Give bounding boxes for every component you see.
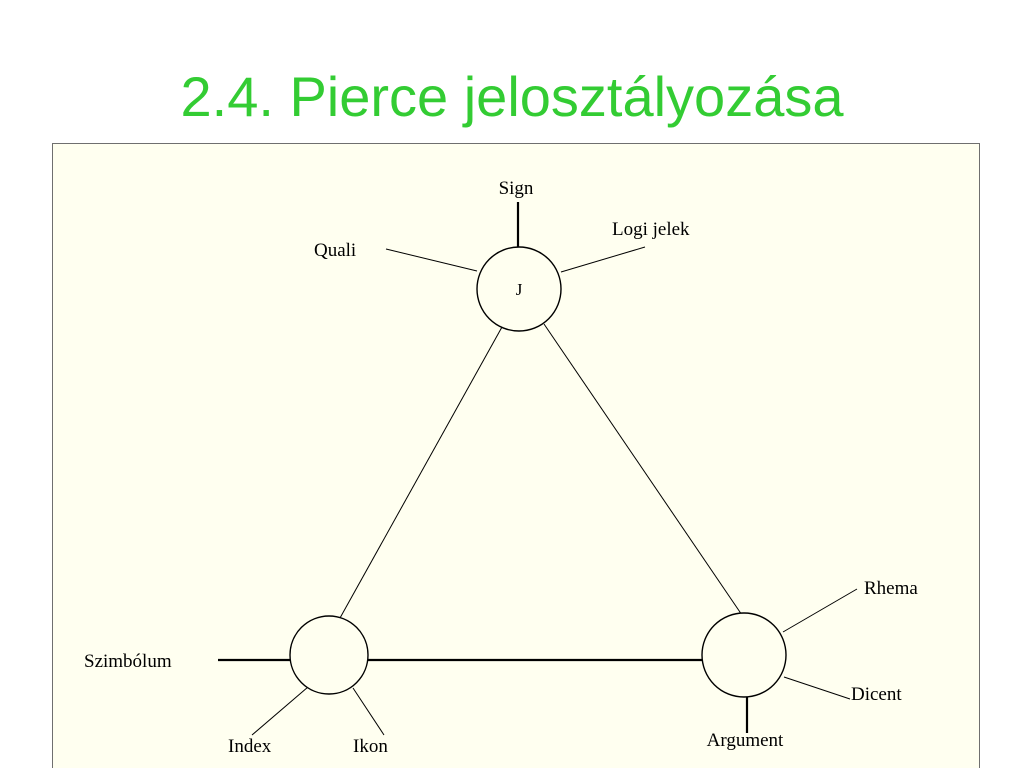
spoke-left-ikon [352, 687, 385, 736]
label-argument: Argument [707, 730, 784, 751]
label-logi-jelek: Logi jelek [612, 219, 690, 240]
edge-top-to-left [339, 326, 503, 619]
label-sign: Sign [499, 178, 534, 199]
node-top [476, 246, 562, 332]
spoke-right-dicent [783, 676, 851, 700]
label-quali: Quali [314, 240, 356, 261]
label-szimbolum: Szimbólum [84, 651, 172, 672]
label-index: Index [228, 736, 272, 757]
node-right [701, 612, 787, 698]
slide-title: 2.4. Pierce jelosztályozása [180, 65, 844, 128]
spoke-top-quali [385, 248, 478, 272]
label-dicent: Dicent [851, 684, 902, 705]
edge-top-to-right [543, 323, 745, 619]
top-node-center-label: J [516, 280, 523, 299]
spoke-top-logi [560, 246, 646, 273]
spoke-right-rhema [782, 588, 858, 633]
node-left [289, 615, 369, 695]
label-ikon: Ikon [353, 736, 388, 757]
label-rhema: Rhema [864, 578, 918, 599]
spoke-left-index [251, 686, 309, 736]
